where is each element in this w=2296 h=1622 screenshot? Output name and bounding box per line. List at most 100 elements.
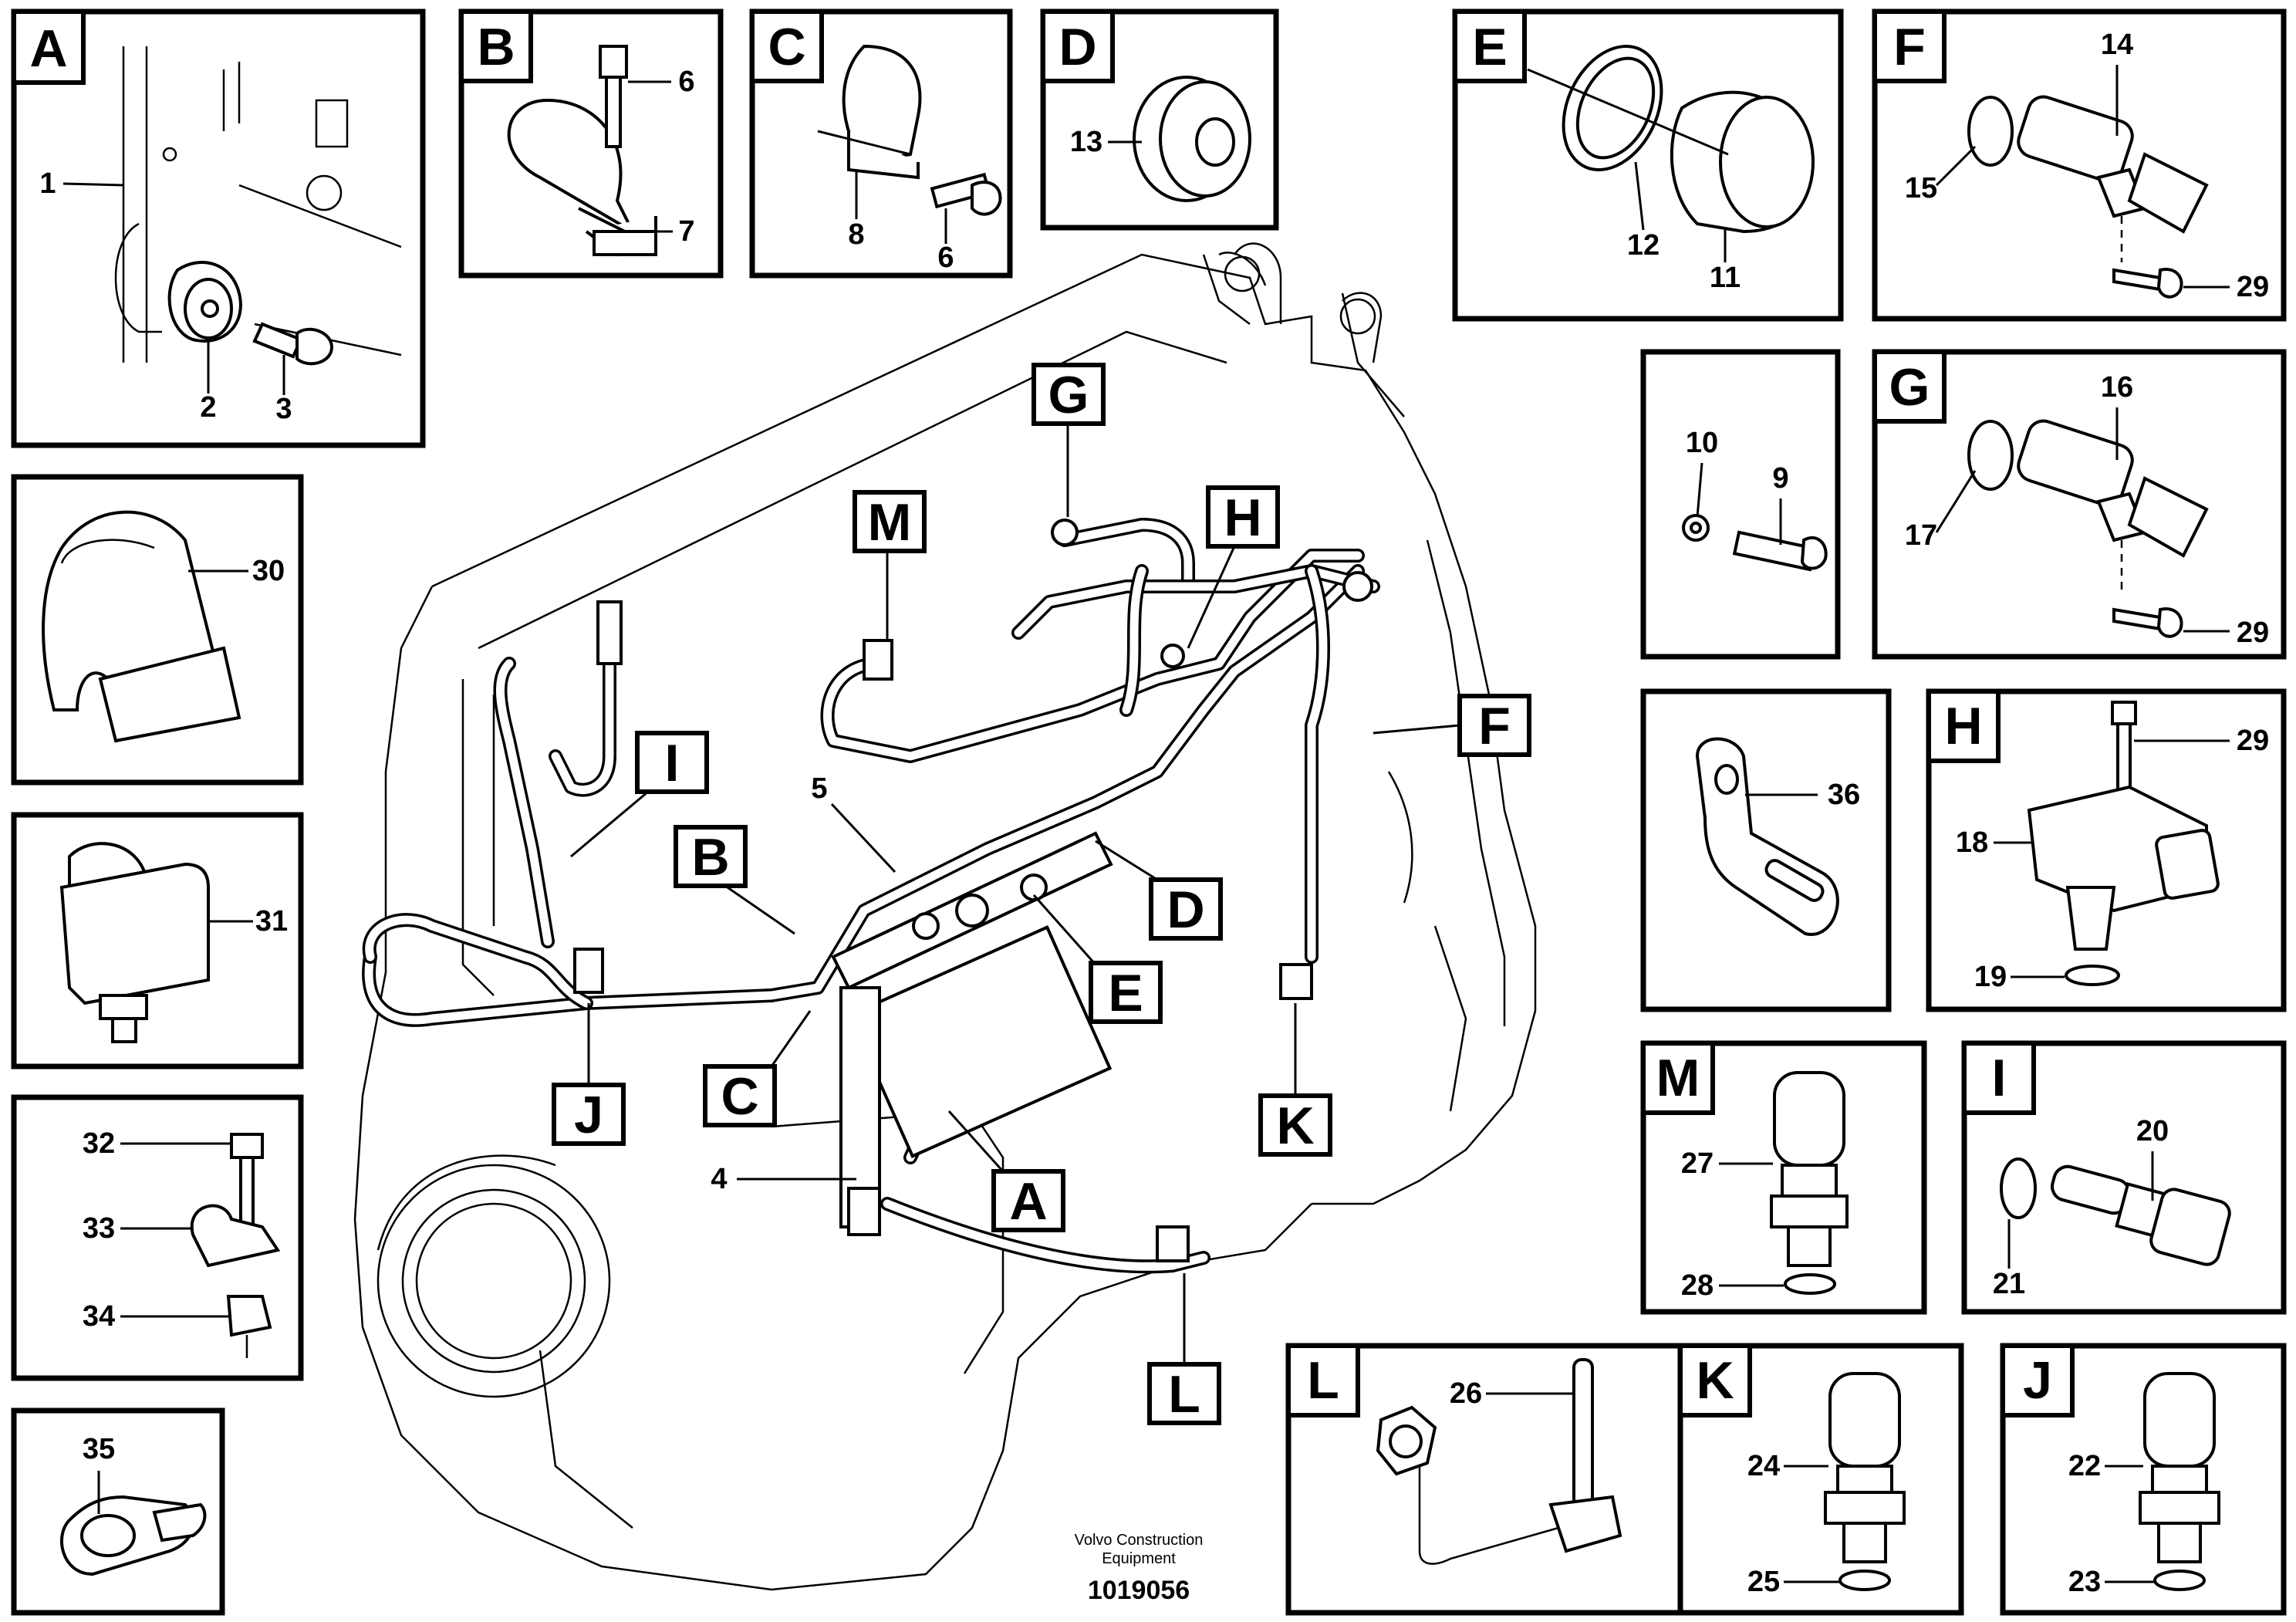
part-number-7: 7 (678, 215, 694, 248)
part-number-29-h: 29 (2237, 725, 2269, 757)
main-part-5: 5 (811, 772, 896, 874)
part-number-4: 4 (711, 1163, 727, 1195)
callout-i-label: I (665, 734, 680, 792)
detail-panel-i: I 20 21 (1961, 1040, 2287, 1315)
credit-line-2: Equipment (1102, 1550, 1176, 1567)
part-number-14: 14 (2101, 29, 2133, 61)
callout-b-label: B (691, 828, 729, 887)
part-number-32: 32 (83, 1127, 115, 1160)
detail-panel-m: M 27 28 (1640, 1040, 1927, 1315)
part-number-26: 26 (1450, 1377, 1482, 1410)
detail-panel-b: B 6 7 (458, 8, 724, 279)
svg-text:M: M (1656, 1049, 1700, 1107)
detail-panel-clip-31: 31 (11, 812, 304, 1070)
part-number-31: 31 (255, 905, 288, 938)
detail-panel-f: F 14 15 29 (1872, 8, 2287, 322)
main-callout-c: C (703, 1010, 812, 1127)
part-number-6-c: 6 (937, 242, 954, 274)
part-number-18: 18 (1956, 826, 1988, 859)
part-number-36: 36 (1828, 779, 1860, 811)
detail-panel-clamp-35: 35 (11, 1407, 225, 1616)
part-number-22: 22 (2068, 1450, 2101, 1482)
main-callout-m: M (853, 490, 927, 640)
part-number-16: 16 (2101, 371, 2133, 404)
callout-e-label: E (1108, 964, 1143, 1022)
svg-text:E: E (1472, 18, 1507, 76)
main-callout-e: E (1032, 894, 1163, 1024)
part-number-29-f: 29 (2237, 271, 2269, 303)
svg-text:F: F (1893, 18, 1926, 76)
main-callout-a: A (947, 1110, 1065, 1232)
svg-text:J: J (2023, 1351, 2052, 1410)
detail-panel-clamp-32-34: 32 33 34 (11, 1094, 304, 1381)
detail-panel-j: J 22 23 (2000, 1343, 2287, 1616)
part-number-19: 19 (1974, 961, 2007, 993)
part-number-24: 24 (1747, 1450, 1780, 1482)
credit-line-1: Volvo Construction (1075, 1532, 1204, 1549)
part-number-33: 33 (83, 1212, 115, 1245)
main-callout-j: J (552, 1003, 626, 1146)
part-number-10: 10 (1686, 427, 1718, 459)
callout-k-label: K (1276, 1097, 1314, 1155)
detail-panel-bracket-36: 36 (1640, 688, 1892, 1012)
main-part-4: 4 (711, 1163, 856, 1195)
detail-panel-k: K 24 25 (1677, 1343, 1964, 1616)
callout-m-label: M (868, 493, 912, 552)
main-callout-h: H (1187, 485, 1280, 649)
flywheel-housing (376, 1154, 611, 1398)
svg-text:A: A (29, 19, 67, 78)
detail-panel-clip-30: 30 (11, 474, 304, 786)
part-number-15: 15 (1905, 172, 1937, 204)
part-number-20: 20 (2136, 1115, 2169, 1147)
main-callout-d: D (1095, 840, 1223, 941)
detail-panel-d: D 13 (1040, 8, 1279, 231)
detail-panel-e: E 12 11 (1452, 8, 1844, 322)
callout-j-label: J (574, 1086, 603, 1144)
part-number-25: 25 (1747, 1566, 1780, 1598)
detail-panel-bolt-washer: 10 9 (1640, 349, 1841, 660)
engine-sensors (573, 519, 1373, 1262)
svg-text:L: L (1307, 1351, 1339, 1410)
main-callout-l: L (1147, 1273, 1221, 1425)
part-number-30: 30 (252, 555, 285, 587)
part-number-21: 21 (1993, 1268, 2025, 1300)
part-number-35: 35 (83, 1433, 115, 1465)
detail-panel-a: A 1 2 3 (11, 8, 426, 448)
callout-l-label: L (1168, 1365, 1200, 1424)
part-number-23: 23 (2068, 1566, 2101, 1598)
part-number-3: 3 (275, 393, 292, 425)
svg-text:C: C (768, 18, 805, 76)
svg-text:I: I (1992, 1049, 2007, 1107)
part-number-17: 17 (1905, 519, 1937, 552)
detail-panel-h: H 29 18 19 (1926, 688, 2287, 1012)
part-number-12: 12 (1627, 229, 1660, 262)
svg-text:K: K (1696, 1351, 1734, 1410)
detail-panel-c: C 8 6 (749, 8, 1013, 279)
part-number-6: 6 (678, 66, 694, 98)
main-callout-b: B (674, 825, 795, 935)
part-number-13: 13 (1070, 126, 1102, 158)
part-number-28: 28 (1681, 1269, 1714, 1302)
callout-c-label: C (721, 1067, 758, 1126)
svg-text:H: H (1944, 697, 1982, 755)
svg-text:B: B (477, 18, 515, 76)
footer: Volvo Construction Equipment 1019056 (1075, 1532, 1204, 1605)
callout-h-label: H (1224, 488, 1261, 547)
part-number-11: 11 (1710, 262, 1741, 294)
part-number-34: 34 (83, 1300, 115, 1333)
callout-a-label: A (1009, 1172, 1047, 1231)
detail-panel-g: G 16 17 29 (1872, 349, 2287, 660)
ecu-bracket (831, 831, 1113, 1236)
callout-g-label: G (1048, 366, 1089, 424)
svg-text:D: D (1059, 18, 1096, 76)
main-callout-f: F (1373, 694, 1531, 757)
part-number-2: 2 (200, 391, 216, 424)
detail-panel-l: L 26 (1285, 1343, 1688, 1616)
callout-d-label: D (1167, 880, 1204, 939)
part-number-29-g: 29 (2237, 617, 2269, 649)
callout-f-label: F (1478, 697, 1511, 755)
svg-text:G: G (1889, 358, 1930, 417)
part-number-9: 9 (1772, 462, 1788, 495)
document-number: 1019056 (1088, 1576, 1190, 1605)
